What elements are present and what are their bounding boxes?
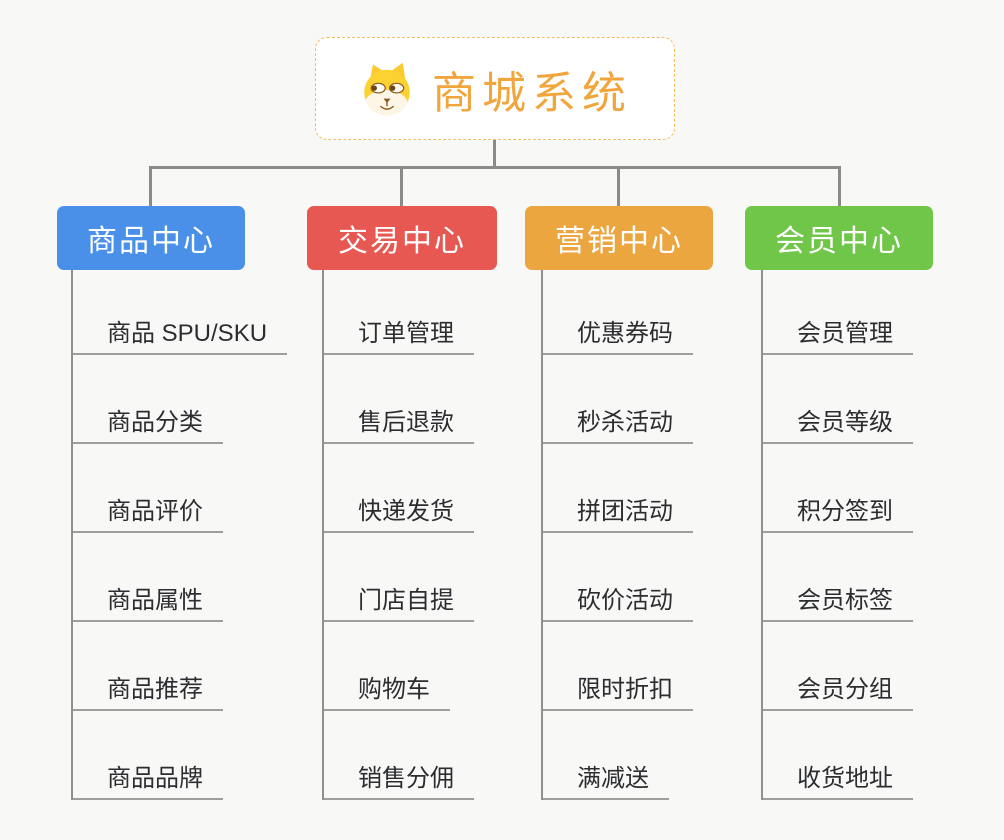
leaf-item[interactable]: 售后退款	[324, 355, 474, 444]
leaf-item[interactable]: 快递发货	[324, 444, 474, 533]
branch-header-trade-center[interactable]: 交易中心	[307, 206, 497, 270]
leaf-item[interactable]: 会员等级	[763, 355, 913, 444]
leaf-item[interactable]: 订单管理	[324, 270, 474, 355]
branch-header-product-center[interactable]: 商品中心	[57, 206, 245, 270]
leaf-item[interactable]: 秒杀活动	[543, 355, 693, 444]
leaf-item[interactable]: 会员标签	[763, 533, 913, 622]
column-marketing-center: 优惠券码 秒杀活动 拼团活动 砍价活动 限时折扣 满减送	[541, 270, 693, 800]
connector-drop-product-center	[149, 166, 152, 208]
branch-header-member-center[interactable]: 会员中心	[745, 206, 933, 270]
leaf-item[interactable]: 砍价活动	[543, 533, 693, 622]
leaf-item[interactable]: 商品分类	[73, 355, 223, 444]
leaf-item[interactable]: 商品评价	[73, 444, 223, 533]
leaf-item[interactable]: 积分签到	[763, 444, 913, 533]
column-product-center: 商品 SPU/SKU 商品分类 商品评价 商品属性 商品推荐 商品品牌	[71, 270, 288, 800]
leaf-item[interactable]: 购物车	[324, 622, 450, 711]
connector-drop-trade-center	[400, 166, 403, 208]
connector-root-drop	[493, 140, 496, 168]
leaf-item[interactable]: 销售分佣	[324, 711, 474, 800]
root-node[interactable]: 商城系统	[315, 37, 675, 140]
leaf-item[interactable]: 收货地址	[763, 711, 913, 800]
leaf-item[interactable]: 商品 SPU/SKU	[73, 270, 288, 355]
connector-drop-member-center	[838, 166, 841, 208]
leaf-item[interactable]: 限时折扣	[543, 622, 693, 711]
connector-drop-marketing-center	[617, 166, 620, 208]
leaf-item[interactable]: 门店自提	[324, 533, 474, 622]
leaf-item[interactable]: 商品品牌	[73, 711, 223, 800]
column-member-center: 会员管理 会员等级 积分签到 会员标签 会员分组 收货地址	[761, 270, 913, 800]
leaf-item[interactable]: 商品属性	[73, 533, 223, 622]
dog-face-icon	[364, 62, 410, 115]
connector-horizontal-bar	[149, 166, 841, 169]
root-title: 商城系统	[432, 68, 632, 118]
leaf-item[interactable]: 满减送	[543, 711, 669, 800]
leaf-item[interactable]: 商品推荐	[73, 622, 223, 711]
leaf-item[interactable]: 优惠券码	[543, 270, 693, 355]
branch-header-marketing-center[interactable]: 营销中心	[525, 206, 713, 270]
leaf-item[interactable]: 拼团活动	[543, 444, 693, 533]
column-trade-center: 订单管理 售后退款 快递发货 门店自提 购物车 销售分佣	[322, 270, 474, 800]
leaf-item[interactable]: 会员管理	[763, 270, 913, 355]
leaf-item[interactable]: 会员分组	[763, 622, 913, 711]
